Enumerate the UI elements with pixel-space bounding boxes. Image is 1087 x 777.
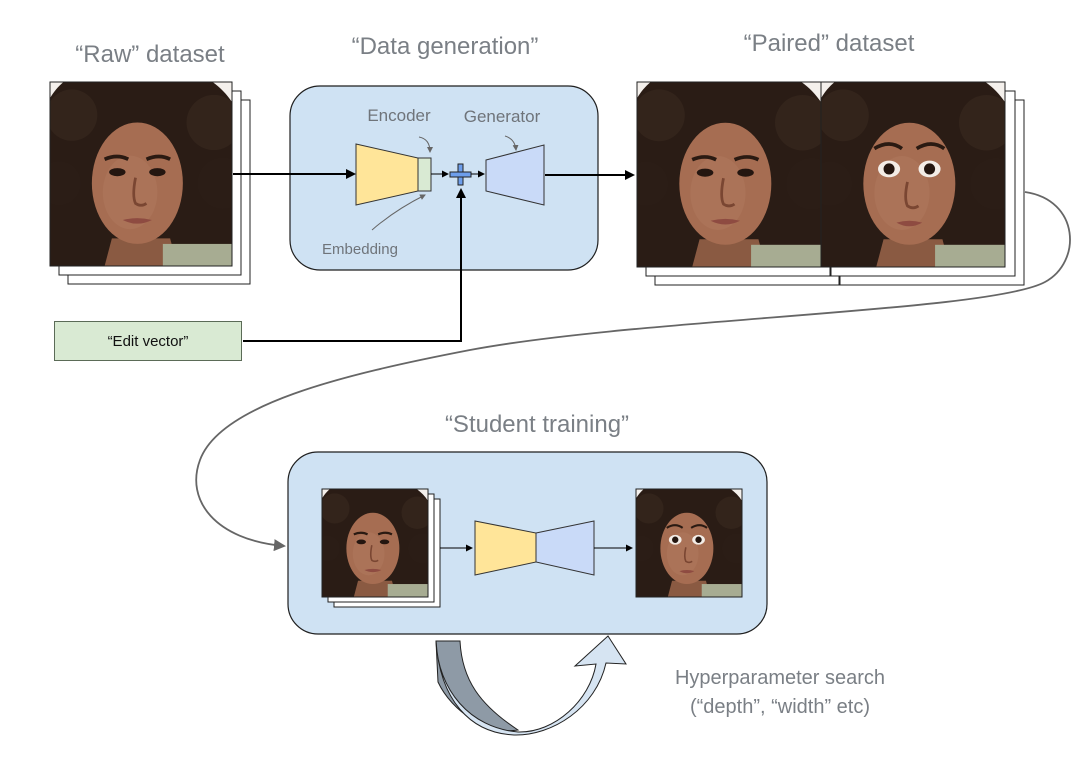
embedding-label: Embedding	[322, 241, 398, 258]
edit-vector-box: “Edit vector”	[54, 321, 242, 361]
generator-label: Generator	[464, 107, 541, 126]
raw-dataset-stack	[49, 81, 251, 285]
paired-output-image	[821, 82, 1005, 267]
student-input-stack	[321, 488, 441, 608]
student-output-image	[636, 489, 742, 597]
edit-vector-label: “Edit vector”	[107, 332, 189, 350]
generator-pointer	[504, 135, 519, 151]
generator-block	[485, 144, 545, 206]
encoder-pointer	[418, 136, 433, 153]
hyperparameter-loop-dark	[435, 640, 520, 732]
paired-dataset-title: “Paired” dataset	[744, 30, 915, 57]
edit-vector-arrow	[243, 188, 466, 342]
paired-input-stack	[636, 81, 840, 286]
student-training-title: “Student training”	[445, 411, 629, 438]
hyperparameter-label-line1: Hyperparameter search	[675, 667, 885, 689]
paired-output-stack	[820, 81, 1025, 286]
encoder-label: Encoder	[367, 106, 431, 125]
raw-dataset-title: “Raw” dataset	[75, 41, 225, 68]
paired-input-image	[637, 82, 821, 267]
student-decoder-block	[535, 520, 595, 576]
hyperparameter-loop-arrow	[435, 635, 627, 736]
embedding-pointer	[371, 194, 426, 231]
data-generation-title: “Data generation”	[352, 33, 539, 60]
student-input-image	[322, 489, 428, 597]
hyperparameter-label-line2: (“depth”, “width” etc)	[690, 696, 870, 718]
paired-to-student-curve	[195, 191, 1071, 552]
data-generation-panel	[289, 85, 599, 271]
embedding-block	[417, 157, 432, 192]
raw-portrait-image	[50, 82, 232, 266]
